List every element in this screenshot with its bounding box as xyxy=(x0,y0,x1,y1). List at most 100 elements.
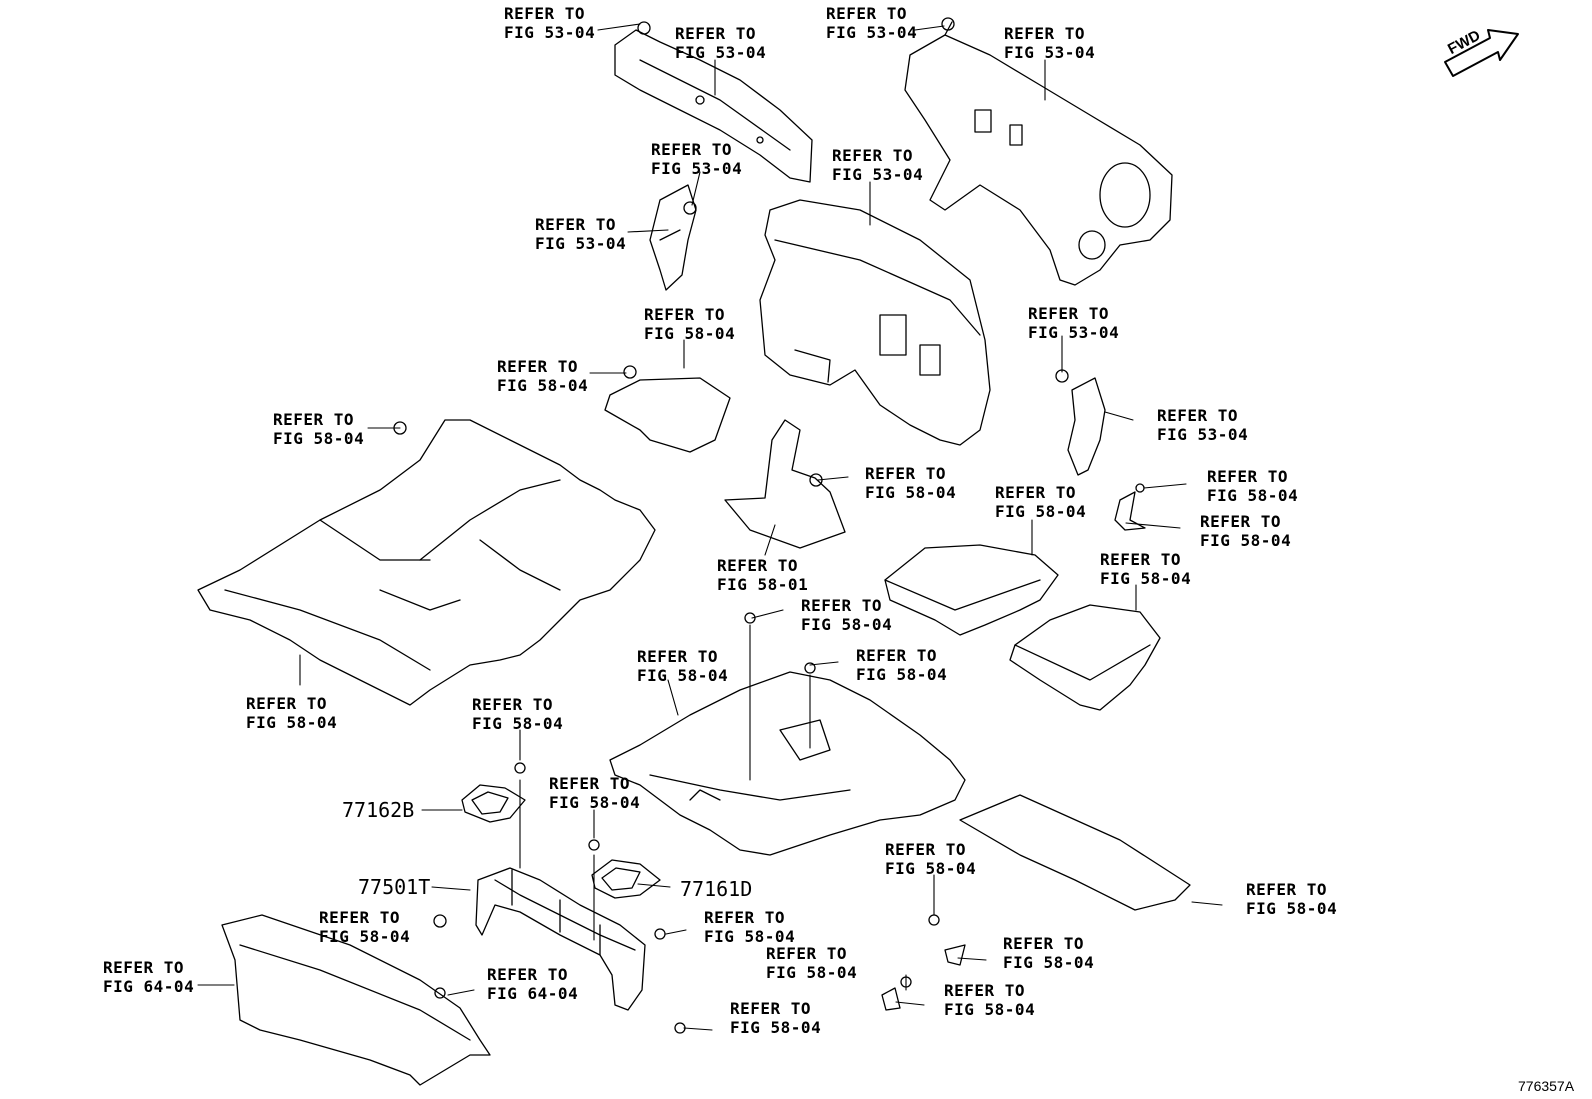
ref-line2: FIG 58-04 xyxy=(246,713,338,732)
dash-panel-silencer-upper-left xyxy=(614,21,813,183)
ref-line1: REFER TO xyxy=(535,215,617,234)
luggage-mat xyxy=(959,794,1191,911)
ref-line2: FIG 58-04 xyxy=(644,324,736,343)
ref-line2: FIG 53-04 xyxy=(535,234,627,253)
ref-line1: REFER TO xyxy=(832,146,914,165)
callout-ref-5: REFER TO FIG 53-04 xyxy=(651,140,742,178)
ref-line1: REFER TO xyxy=(1200,512,1282,531)
callout-ref-34: REFER TO FIG 58-04 xyxy=(730,999,821,1037)
ref-line2: FIG 58-04 xyxy=(1246,899,1338,918)
ref-line2: FIG 58-04 xyxy=(944,1000,1036,1019)
callout-ref-22: REFER TO FIG 58-04 xyxy=(246,694,337,732)
callout-ref-29: REFER TO FIG 58-04 xyxy=(1003,934,1094,972)
callout-ref-13: REFER TO FIG 58-04 xyxy=(865,464,956,502)
ref-line1: REFER TO xyxy=(637,647,719,666)
ref-line1: REFER TO xyxy=(1246,880,1328,899)
ref-line1: REFER TO xyxy=(472,695,554,714)
callout-ref-16: REFER TO FIG 58-04 xyxy=(995,483,1086,521)
luggage-box-center xyxy=(884,544,1059,636)
ref-line2: FIG 53-04 xyxy=(1004,43,1096,62)
callout-ref-32: REFER TO FIG 58-04 xyxy=(766,944,857,982)
callout-ref-17: REFER TO FIG 58-01 xyxy=(717,556,808,594)
ref-line1: REFER TO xyxy=(1100,550,1182,569)
ref-line2: FIG 53-04 xyxy=(1157,425,1249,444)
callout-ref-10: REFER TO FIG 58-04 xyxy=(644,305,735,343)
ref-line1: REFER TO xyxy=(1207,467,1289,486)
callout-ref-26: REFER TO FIG 58-04 xyxy=(1246,880,1337,918)
callout-ref-19: REFER TO FIG 58-04 xyxy=(801,596,892,634)
ref-line2: FIG 58-04 xyxy=(1003,953,1095,972)
ref-line1: REFER TO xyxy=(273,410,355,429)
ref-line2: FIG 53-04 xyxy=(651,159,743,178)
ref-line2: FIG 58-04 xyxy=(801,615,893,634)
ref-line1: REFER TO xyxy=(704,908,786,927)
ref-line1: REFER TO xyxy=(801,596,883,615)
callout-ref-20: REFER TO FIG 58-04 xyxy=(856,646,947,684)
ref-line2: FIG 58-04 xyxy=(1207,486,1299,505)
fwd-arrow-icon xyxy=(1444,29,1519,77)
callout-ref-15: REFER TO FIG 58-04 xyxy=(1200,512,1291,550)
callout-ref-30: REFER TO FIG 64-04 xyxy=(103,958,194,996)
ref-line2: FIG 64-04 xyxy=(487,984,579,1003)
ref-line2: FIG 64-04 xyxy=(103,977,195,996)
figure-id: 776357A xyxy=(1518,1078,1575,1094)
luggage-box-right xyxy=(1009,604,1161,711)
callout-ref-3: REFER TO FIG 53-04 xyxy=(826,4,917,42)
ref-line1: REFER TO xyxy=(717,556,799,575)
ref-line1: REFER TO xyxy=(944,981,1026,1000)
callout-ref-12: REFER TO FIG 58-04 xyxy=(273,410,364,448)
floor-carpet-front xyxy=(197,419,656,706)
ref-line1: REFER TO xyxy=(826,4,908,23)
ref-line2: FIG 53-04 xyxy=(675,43,767,62)
ref-line2: FIG 58-04 xyxy=(865,483,957,502)
ref-line2: FIG 58-04 xyxy=(637,666,729,685)
part-number-77162B: 77162B xyxy=(342,798,415,822)
ref-line2: FIG 58-04 xyxy=(497,376,589,395)
ref-line2: FIG 58-04 xyxy=(730,1018,822,1037)
floor-silencer-pedal xyxy=(724,419,846,549)
callout-ref-14: REFER TO FIG 58-04 xyxy=(1207,467,1298,505)
callout-ref-28: REFER TO FIG 58-04 xyxy=(704,908,795,946)
ref-line1: REFER TO xyxy=(487,965,569,984)
dash-panel-silencer-upper-right xyxy=(904,17,1173,286)
part-number-77501T: 77501T xyxy=(358,875,431,899)
part-77162B-shape xyxy=(461,784,526,823)
callout-ref-24: REFER TO FIG 58-04 xyxy=(549,774,640,812)
ref-line1: REFER TO xyxy=(497,357,579,376)
ref-line2: FIG 53-04 xyxy=(1028,323,1120,342)
part-77501T-frame xyxy=(475,867,646,1011)
ref-line1: REFER TO xyxy=(885,840,967,859)
ref-line2: FIG 58-04 xyxy=(273,429,365,448)
callout-ref-27: REFER TO FIG 58-04 xyxy=(319,908,410,946)
ref-line2: FIG 58-04 xyxy=(885,859,977,878)
ref-line1: REFER TO xyxy=(644,305,726,324)
side-silencer-left xyxy=(649,184,697,291)
callout-ref-1: REFER TO FIG 53-04 xyxy=(504,4,595,42)
ref-line1: REFER TO xyxy=(319,908,401,927)
ref-line1: REFER TO xyxy=(995,483,1077,502)
callout-ref-8: REFER TO FIG 53-04 xyxy=(1028,304,1119,342)
ref-line2: FIG 53-04 xyxy=(832,165,924,184)
ref-line2: FIG 58-01 xyxy=(717,575,809,594)
ref-line2: FIG 53-04 xyxy=(826,23,918,42)
ref-line1: REFER TO xyxy=(246,694,328,713)
callout-ref-18: REFER TO FIG 58-04 xyxy=(1100,550,1191,588)
ref-line1: REFER TO xyxy=(103,958,185,977)
ref-line1: REFER TO xyxy=(675,24,757,43)
callout-ref-2: REFER TO FIG 53-04 xyxy=(675,24,766,62)
ref-line1: REFER TO xyxy=(651,140,733,159)
callout-ref-33: REFER TO FIG 58-04 xyxy=(944,981,1035,1019)
callout-ref-7: REFER TO FIG 53-04 xyxy=(832,146,923,184)
ref-line2: FIG 53-04 xyxy=(504,23,596,42)
ref-line2: FIG 58-04 xyxy=(319,927,411,946)
dash-insulator-center xyxy=(759,199,991,446)
part-77161D-shape xyxy=(591,859,661,899)
callout-ref-21: REFER TO FIG 58-04 xyxy=(637,647,728,685)
hook-bracket-right xyxy=(1114,483,1146,531)
ref-line1: REFER TO xyxy=(504,4,586,23)
ref-line1: REFER TO xyxy=(1004,24,1086,43)
ref-line1: REFER TO xyxy=(730,999,812,1018)
callout-ref-6: REFER TO FIG 53-04 xyxy=(535,215,626,253)
